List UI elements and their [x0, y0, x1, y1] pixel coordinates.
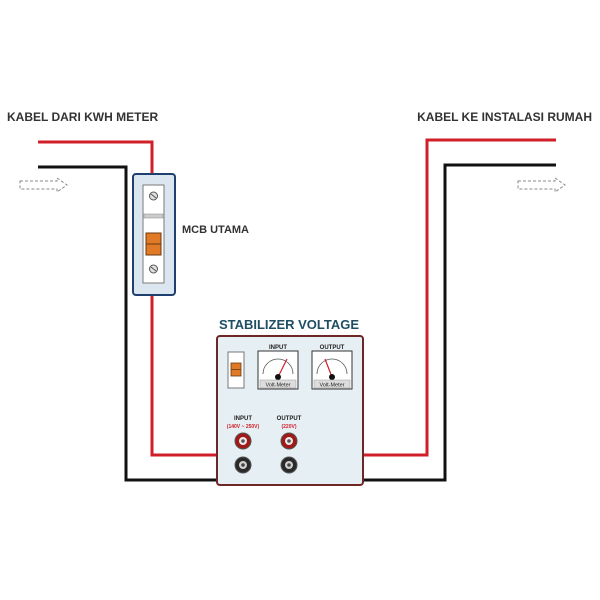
- output-meter-caption: Volt-Meter: [319, 383, 344, 389]
- main-mcb: [132, 173, 176, 296]
- stabilizer-title: STABILIZER VOLTAGE: [219, 317, 359, 332]
- output-neutral-terminal: [280, 456, 298, 474]
- stabilizer-mcb: [227, 351, 245, 389]
- input-voltage-range: (140V ~ 250V): [227, 424, 260, 430]
- house-cable-label: KABEL KE INSTALASI RUMAH: [417, 110, 592, 124]
- kwh-cable-label: KABEL DARI KWH METER: [7, 110, 158, 124]
- stabilizer-panel: INPUT Volt-Meter OUTPUT Volt-Meter INPUT…: [216, 335, 364, 486]
- output-meter-needle: [324, 358, 333, 378]
- output-terminal-label: OUTPUT: [277, 416, 302, 422]
- main-mcb-label: MCB UTAMA: [182, 224, 249, 236]
- output-live-terminal: [280, 432, 298, 450]
- output-voltmeter: OUTPUT Volt-Meter: [311, 345, 353, 390]
- dashed-arrow-right-icon: [517, 177, 566, 193]
- input-meter-caption: Volt-Meter: [265, 383, 290, 389]
- input-live-terminal: [234, 432, 252, 450]
- input-neutral-terminal: [234, 456, 252, 474]
- input-voltmeter: INPUT Volt-Meter: [257, 345, 299, 390]
- input-meter-title: INPUT: [269, 345, 287, 351]
- output-voltage-range: (220V): [281, 424, 296, 430]
- input-terminal-label: INPUT: [234, 416, 252, 422]
- dashed-arrow-left-icon: [19, 177, 68, 193]
- output-meter-title: OUTPUT: [320, 345, 345, 351]
- input-meter-needle: [277, 358, 288, 378]
